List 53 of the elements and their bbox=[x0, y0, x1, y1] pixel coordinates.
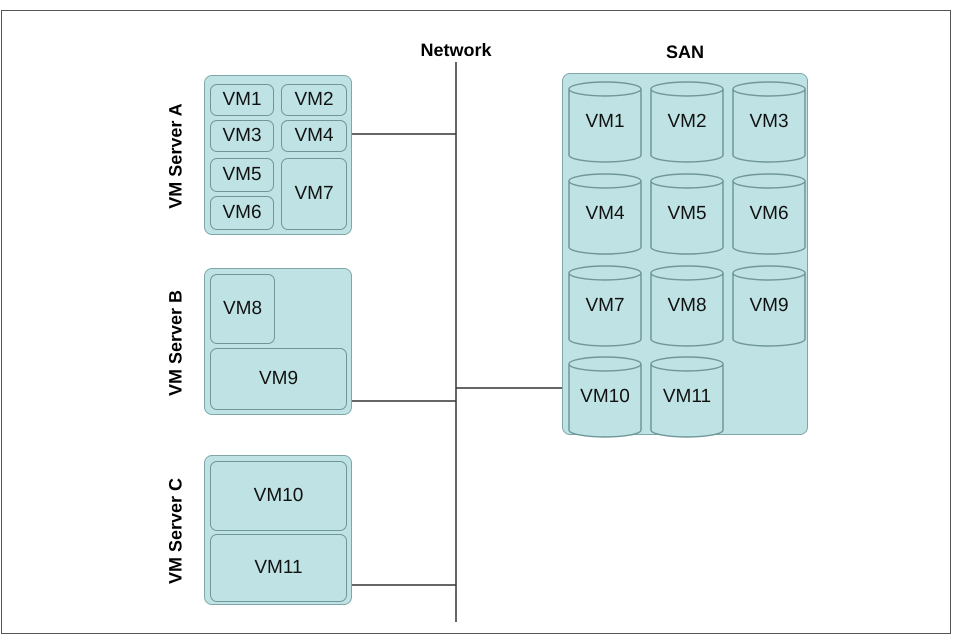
vm-label: VM1 bbox=[222, 89, 262, 111]
vm-box bbox=[281, 158, 347, 230]
vm-label: VM7 bbox=[294, 183, 334, 205]
vm-label: VM8 bbox=[667, 295, 707, 317]
vm-label: VM11 bbox=[254, 557, 303, 579]
vm-box bbox=[210, 348, 347, 410]
disk-cylinder bbox=[650, 81, 724, 163]
vm-label: VM3 bbox=[749, 111, 789, 133]
vm-label: VM10 bbox=[580, 386, 630, 408]
disk-cylinder bbox=[650, 356, 724, 438]
vm-box bbox=[210, 196, 274, 230]
vm-box bbox=[281, 84, 347, 116]
vm-label: VM8 bbox=[222, 298, 262, 320]
vm-label: VM9 bbox=[749, 295, 789, 317]
disk-cylinder bbox=[650, 173, 724, 255]
disk-cylinder bbox=[568, 265, 642, 347]
disk-cylinder bbox=[650, 265, 724, 347]
server-heading: VM Server A bbox=[166, 103, 186, 209]
disk-cylinder bbox=[568, 173, 642, 255]
vm-label: VM4 bbox=[294, 125, 334, 147]
disk-cylinder bbox=[732, 265, 806, 347]
vm-box bbox=[210, 120, 274, 152]
server-heading: VM Server C bbox=[166, 478, 186, 584]
disk-cylinder bbox=[732, 81, 806, 163]
vm-label: VM11 bbox=[662, 386, 712, 408]
vm-label: VM9 bbox=[258, 368, 298, 390]
vm-label: VM6 bbox=[222, 202, 262, 224]
vm-label: VM1 bbox=[585, 111, 625, 133]
vm-box bbox=[210, 158, 274, 192]
vm-box bbox=[210, 84, 274, 116]
vm-label: VM5 bbox=[667, 203, 707, 225]
network-link bbox=[456, 387, 562, 389]
disk-cylinder bbox=[568, 356, 642, 438]
vm-label: VM4 bbox=[585, 203, 625, 225]
vm-label: VM2 bbox=[667, 111, 707, 133]
network-link bbox=[352, 133, 456, 135]
network-heading: Network bbox=[420, 40, 492, 61]
vm-label: VM5 bbox=[222, 164, 262, 186]
vm-label: VM7 bbox=[585, 295, 625, 317]
disk-cylinder bbox=[732, 173, 806, 255]
san-heading: SAN bbox=[666, 42, 704, 63]
server-heading: VM Server B bbox=[166, 289, 186, 396]
network-link bbox=[352, 584, 456, 586]
network-link bbox=[352, 400, 456, 402]
vm-label: VM2 bbox=[294, 89, 334, 111]
vm-box bbox=[210, 534, 347, 602]
vm-box bbox=[281, 120, 347, 152]
disk-cylinder bbox=[568, 81, 642, 163]
vm-label: VM3 bbox=[222, 125, 262, 147]
vm-box bbox=[210, 274, 275, 344]
vm-label: VM6 bbox=[749, 203, 789, 225]
vm-box bbox=[210, 461, 347, 531]
vm-label: VM10 bbox=[254, 485, 304, 507]
